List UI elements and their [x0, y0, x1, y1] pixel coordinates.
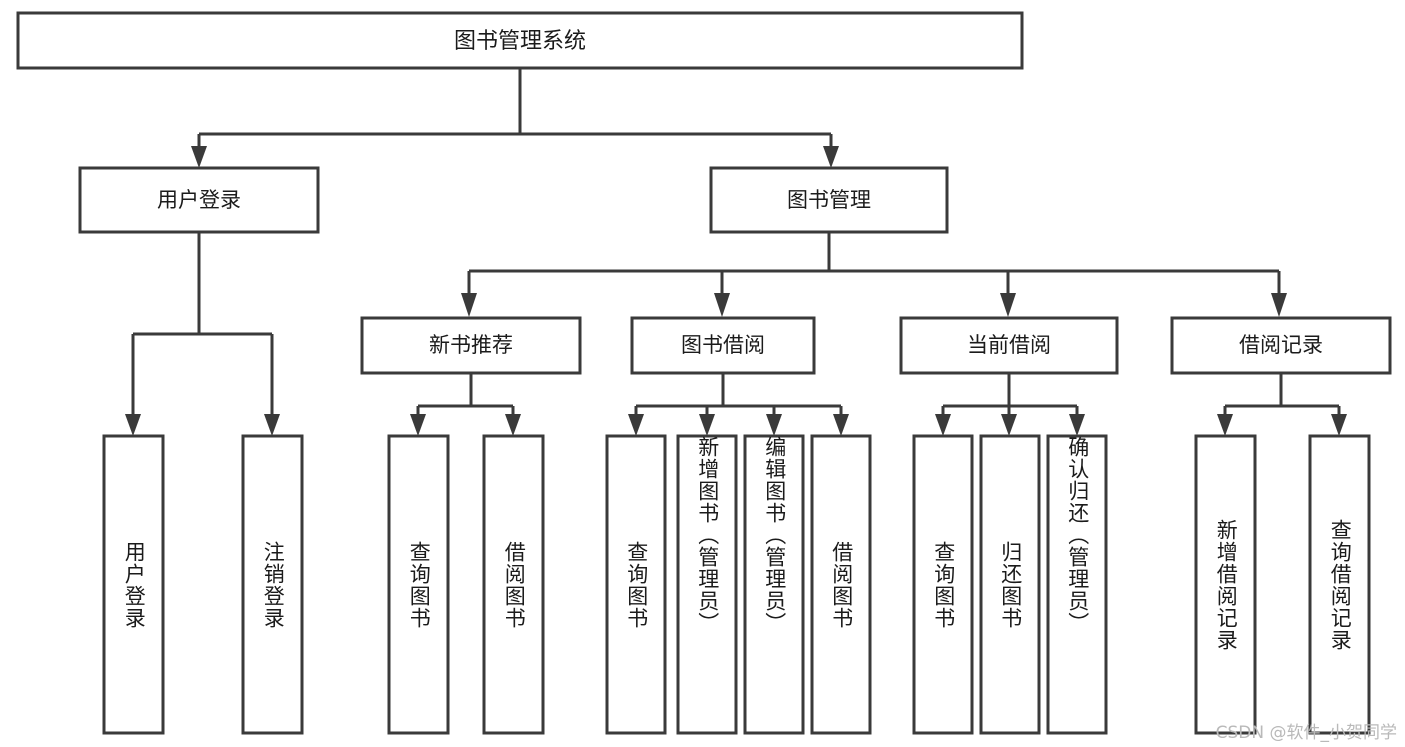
node-book-borrow[interactable]: 图书借阅: [630, 316, 816, 375]
connector-user-login-to-leaves: [125, 232, 280, 436]
arrow-head-leaf-query-book-2: [628, 414, 644, 436]
arrow-head-leaf-query-book-3: [935, 414, 951, 436]
node-borrow-record[interactable]: 借阅记录: [1170, 316, 1392, 375]
leaf-add-record-box[interactable]: [1194, 434, 1257, 735]
node-new-book-recommend-label: 新书推荐: [429, 333, 513, 357]
leaf-add-book-box[interactable]: [676, 434, 738, 735]
leaf-borrow-book-1-box[interactable]: [482, 434, 545, 735]
arrow-head-book-borrow: [714, 293, 730, 317]
leaf-borrow-book-2-box[interactable]: [810, 434, 872, 735]
leaf-return-book-box[interactable]: [979, 434, 1041, 735]
node-user-login-box: [78, 166, 320, 234]
node-user-login[interactable]: 用户登录: [78, 166, 320, 234]
arrow-head-leaf-query-record: [1331, 414, 1347, 436]
arrow-head-leaf-user-logout: [264, 414, 280, 436]
arrow-head-new-book-recommend: [461, 293, 477, 317]
node-borrow-record-label: 借阅记录: [1239, 333, 1323, 357]
arrow-head-borrow-record: [1271, 293, 1287, 317]
arrow-head-leaf-query-book-1: [410, 414, 426, 436]
arrow-head-book-manage: [823, 146, 839, 168]
arrow-head-leaf-edit-book: [766, 414, 782, 436]
connector-book-borrow-to-leaves: [628, 373, 849, 436]
leaf-query-book-1-box[interactable]: [387, 434, 450, 735]
connector-current-borrow-to-leaves: [935, 373, 1085, 436]
connector-borrow-record-to-leaves: [1217, 373, 1347, 436]
arrow-head-leaf-borrow-book-2: [833, 414, 849, 436]
node-book-manage[interactable]: 图书管理: [709, 166, 949, 234]
arrow-head-leaf-add-record: [1217, 414, 1233, 436]
node-current-borrow[interactable]: 当前借阅: [899, 316, 1119, 375]
arrow-head-leaf-borrow-book-1: [505, 414, 521, 436]
node-current-borrow-box: [899, 316, 1119, 375]
connector-book-manage-to-level3: [461, 232, 1287, 317]
node-current-borrow-label: 当前借阅: [967, 333, 1051, 357]
node-book-manage-label: 图书管理: [787, 188, 871, 212]
node-new-book-recommend-box: [360, 316, 582, 375]
arrow-head-leaf-confirm-return: [1069, 414, 1085, 436]
node-root-box: [16, 11, 1024, 70]
leaf-edit-book-box[interactable]: [743, 434, 805, 735]
connector-new-book-recommend-to-leaves: [410, 373, 521, 436]
arrow-head-leaf-user-login: [125, 414, 141, 436]
leaf-user-logout-box[interactable]: [241, 434, 304, 735]
leaf-query-book-2-box[interactable]: [605, 434, 667, 735]
leaf-boxes: [102, 434, 1371, 735]
connector-root-to-level2: [191, 68, 839, 168]
leaf-confirm-return-box[interactable]: [1046, 434, 1108, 735]
arrow-head-current-borrow: [1000, 293, 1016, 317]
node-book-borrow-label: 图书借阅: [681, 333, 765, 357]
node-root-label: 图书管理系统: [454, 29, 586, 54]
arrow-head-leaf-add-book: [699, 414, 715, 436]
node-root[interactable]: 图书管理系统: [16, 11, 1024, 70]
node-user-login-label: 用户登录: [157, 188, 241, 212]
leaf-user-login-box[interactable]: [102, 434, 165, 735]
arrow-head-user-login: [191, 146, 207, 168]
leaf-query-book-3-box[interactable]: [912, 434, 974, 735]
node-new-book-recommend[interactable]: 新书推荐: [360, 316, 582, 375]
leaf-query-record-box[interactable]: [1308, 434, 1371, 735]
arrow-head-leaf-return-book: [1001, 414, 1017, 436]
